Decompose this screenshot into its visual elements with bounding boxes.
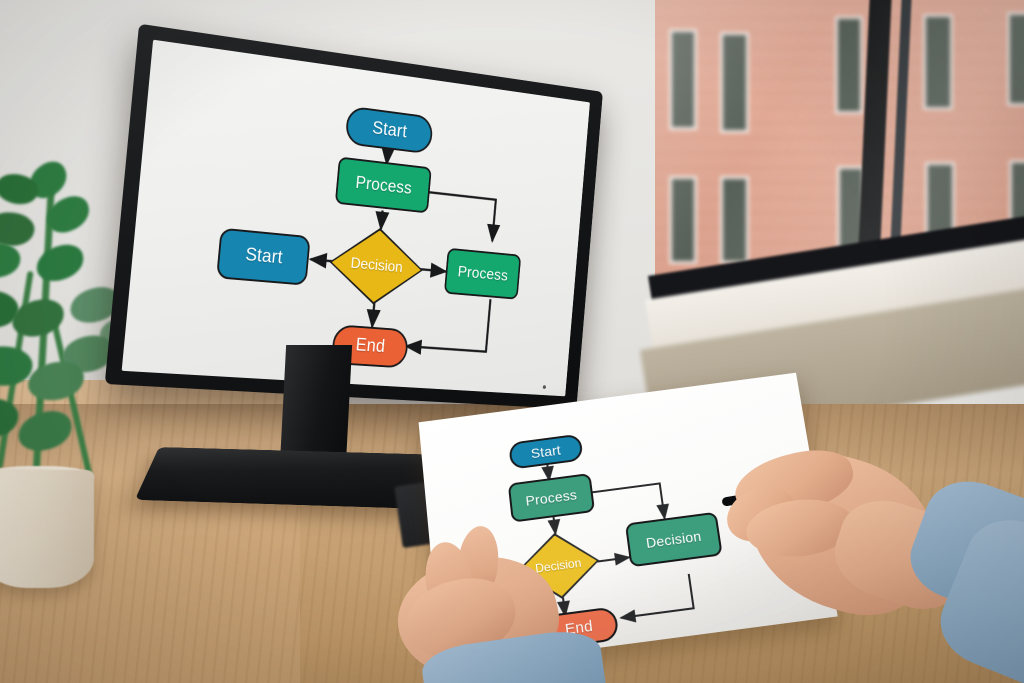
- building-window: [669, 29, 697, 130]
- node-label: Decision: [349, 255, 404, 276]
- plant-leaf: [15, 408, 75, 454]
- node-process-top[interactable]: Process: [334, 156, 432, 214]
- building-window: [835, 16, 863, 114]
- paper-sheet[interactable]: Start Process Decision No Decision End: [419, 373, 838, 669]
- node-label: Start: [244, 244, 284, 269]
- node-label: Process: [354, 172, 413, 198]
- left-hand: [387, 520, 648, 683]
- potted-plant: [0, 150, 172, 588]
- node-label: Start: [371, 117, 408, 142]
- node-label: Decision: [644, 527, 703, 551]
- monitor-bezel: Start Process Decision Start Process: [105, 24, 603, 410]
- edge-process-to-decision: [381, 210, 383, 229]
- node-label: Start: [530, 442, 562, 462]
- edge-decision-to-end: [372, 302, 374, 327]
- building-window: [669, 176, 697, 264]
- monitor: Start Process Decision Start Process: [122, 22, 682, 422]
- building-window: [923, 14, 953, 110]
- paper-flowchart: [419, 373, 838, 669]
- node-process-right[interactable]: Process: [443, 247, 522, 300]
- node-label: Process: [524, 486, 578, 509]
- building-window: [720, 176, 749, 264]
- plant-leaf: [0, 395, 20, 441]
- building-window: [720, 32, 749, 133]
- node-start-left[interactable]: Start: [216, 227, 311, 286]
- edge-process-to-process-right: [424, 192, 496, 241]
- plant-leaf: [32, 241, 88, 285]
- node-label: End: [354, 335, 386, 357]
- node-label: Process: [457, 262, 509, 285]
- monitor-screen[interactable]: Start Process Decision Start Process: [122, 40, 590, 397]
- plant-leaf: [27, 360, 85, 402]
- edge-process-to-decision: [548, 517, 561, 535]
- monitor-stand-neck: [279, 345, 353, 465]
- building-window: [1007, 12, 1024, 106]
- right-hand: [718, 434, 1024, 683]
- plant-pot: [0, 470, 94, 588]
- node-decision[interactable]: Decision: [326, 223, 426, 308]
